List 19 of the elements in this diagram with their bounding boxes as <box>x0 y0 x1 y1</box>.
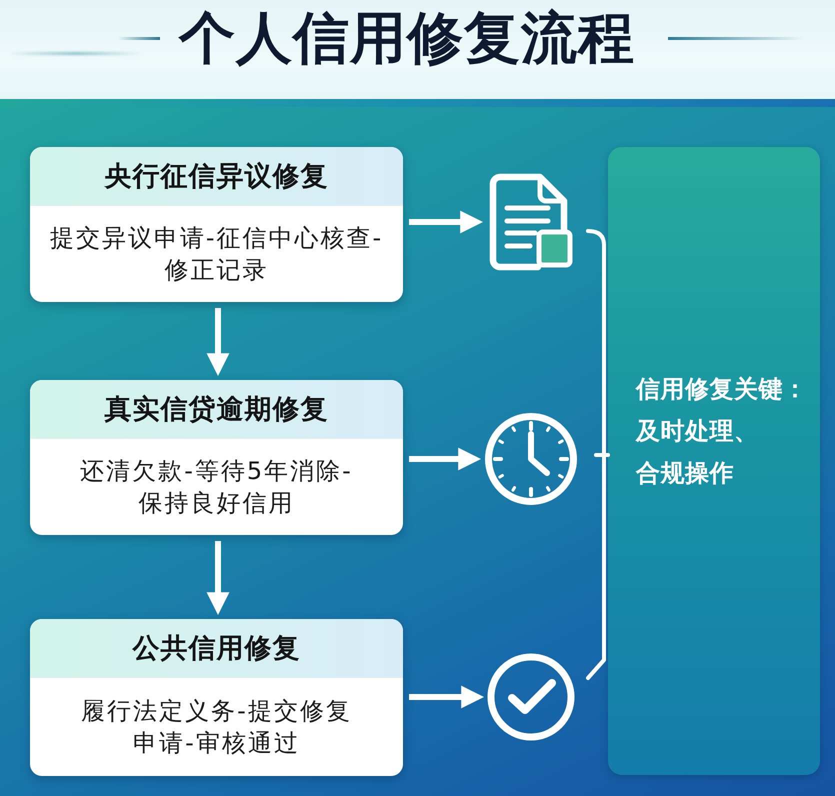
summary-text: 信用修复关键：及时处理、合规操作 <box>636 374 808 489</box>
step-description: 还清欠款-等待5年消除-保持良好信用 <box>79 456 354 518</box>
process-card <box>30 380 403 535</box>
card-title: 央行征信异议修复 <box>30 147 403 206</box>
summary-panel <box>608 147 820 775</box>
arrow <box>409 686 484 708</box>
arrow <box>206 541 230 615</box>
card-title: 真实信贷逾期修复 <box>30 380 403 439</box>
card-title: 公共信用修复 <box>30 619 403 678</box>
arrow <box>409 448 481 470</box>
arrow <box>409 210 483 234</box>
process-card <box>30 619 403 776</box>
clock-icon <box>484 412 578 506</box>
check-circle-icon <box>487 653 575 741</box>
step-description: 提交异议申请-征信中心核查-修正记录 <box>48 222 384 286</box>
title: 个人信用修复流程 <box>179 5 635 73</box>
arrow <box>206 308 230 376</box>
step-description: 履行法定义务-提交修复申请-审核通过 <box>80 696 353 758</box>
process-card <box>30 147 403 302</box>
